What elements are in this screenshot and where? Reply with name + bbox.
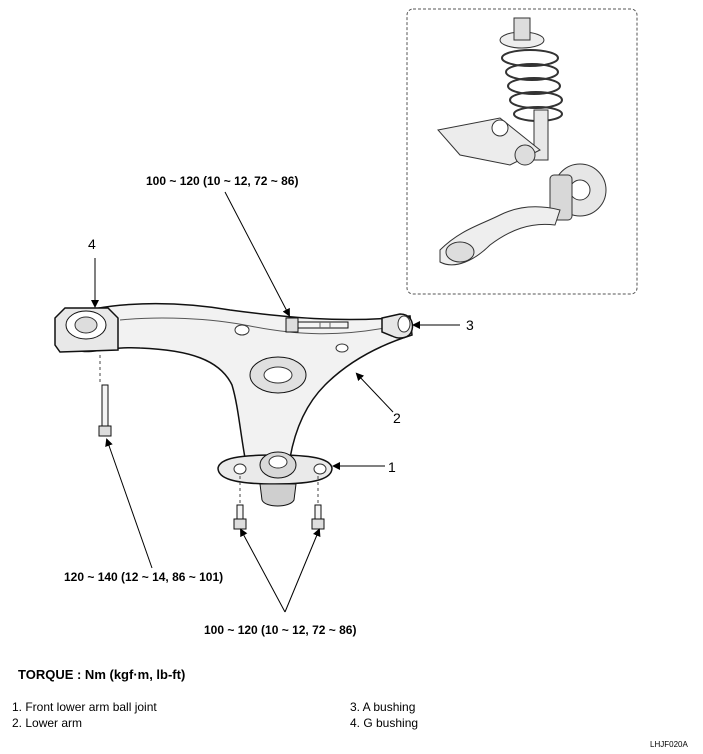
legend-item-2: 2. Lower arm — [12, 716, 83, 730]
ball-joint-bolt-right — [311, 504, 325, 530]
legend-item-1: 1. Front lower arm ball joint — [12, 700, 157, 714]
a-bushing — [381, 313, 414, 339]
suspension-inset — [406, 8, 638, 295]
legend-item-4: 4. G bushing — [350, 716, 419, 730]
callout-2: 2 — [393, 410, 401, 426]
ball-joint — [217, 451, 333, 507]
figure-code: LHJF020A — [650, 740, 688, 749]
legend-item-3: 3. A bushing — [350, 700, 416, 714]
a-bushing-bolt — [285, 317, 349, 333]
callout-4: 4 — [88, 236, 96, 252]
leader-lines — [91, 191, 460, 613]
torque-label-ball-joint-bolts: 100 ~ 120 (10 ~ 12, 72 ~ 86) — [204, 623, 357, 637]
g-bushing-bolt — [98, 384, 112, 437]
torque-unit-heading: TORQUE : Nm (kgf·m, lb-ft) — [18, 667, 186, 682]
callout-1: 1 — [388, 459, 396, 475]
g-bushing — [54, 307, 119, 353]
torque-label-g-bushing-bolt: 120 ~ 140 (12 ~ 14, 86 ~ 101) — [64, 570, 224, 584]
lower-arm — [69, 302, 413, 459]
torque-label-a-bushing-bolt: 100 ~ 120 (10 ~ 12, 72 ~ 86) — [146, 174, 299, 188]
ball-joint-bolt-left — [233, 504, 247, 530]
callout-3: 3 — [466, 317, 474, 333]
